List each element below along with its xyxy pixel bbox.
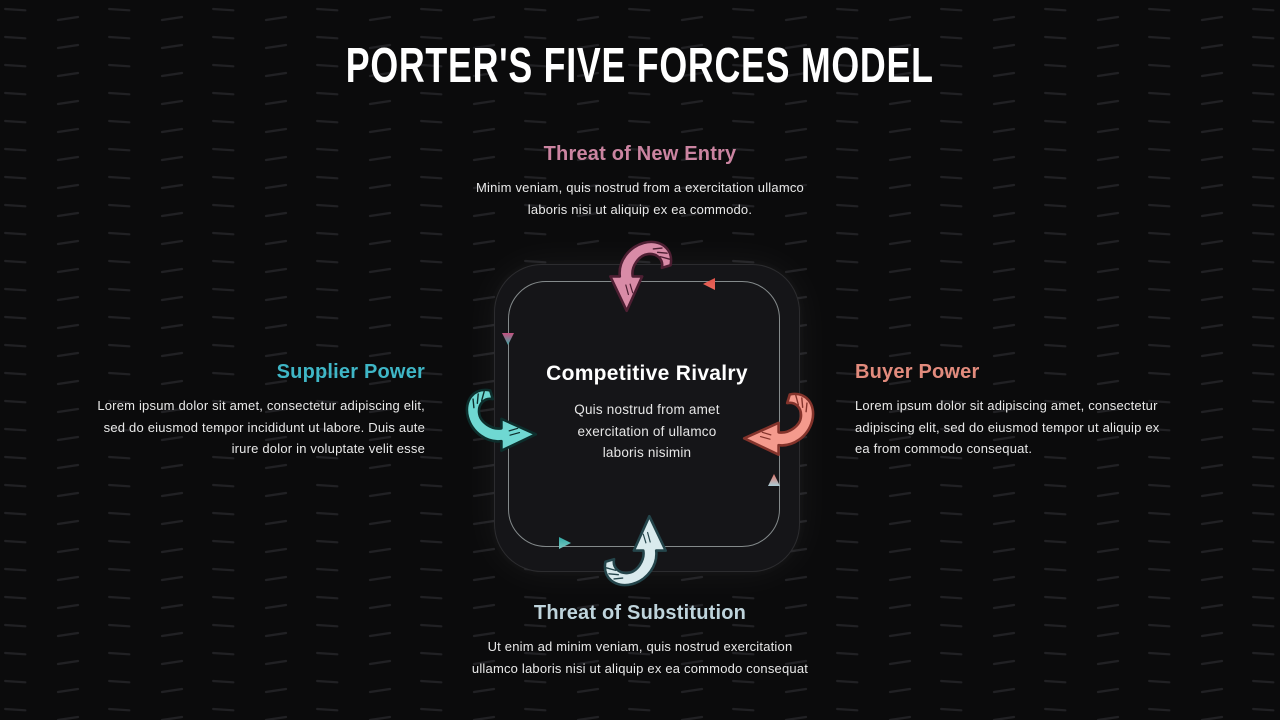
flow-triangle-right-icon — [557, 535, 573, 551]
force-title: Supplier Power — [276, 361, 425, 383]
arrow-right-icon — [461, 385, 547, 463]
text-line: laboris nisi ut aliquip ex ea commodo. — [527, 201, 753, 217]
arrow-left-icon — [733, 389, 819, 467]
flow-triangle-left-icon — [701, 276, 717, 292]
arrow-up-icon — [600, 505, 678, 591]
text-line: irure dolor in voluptate velit esse — [231, 441, 425, 456]
flow-triangle-up-icon — [766, 472, 782, 488]
text-line: Lorem ipsum dolor sit adipiscing amet, c… — [855, 398, 1158, 413]
force-threat-of-substitution: Threat of Substitution Ut enim ad minim … — [400, 602, 880, 679]
force-supplier-power: Supplier Power Lorem ipsum dolor sit ame… — [45, 361, 425, 460]
text-line: adipiscing elit, sed do eiusmod tempor u… — [855, 419, 1160, 435]
text-line: Quis nostrud from amet — [574, 402, 720, 417]
slide-title: PORTER'S FIVE FORCES MODEL — [346, 39, 934, 93]
text-line: Ut enim ad minim veniam, quis nostrud ex… — [487, 639, 793, 654]
text-line: Minim veniam, quis nostrud from a exerci… — [476, 180, 804, 195]
force-description: Lorem ipsum dolor sit amet, consectetur … — [45, 395, 425, 460]
text-line: Lorem ipsum dolor sit amet, consectetur … — [97, 398, 425, 413]
text-line: ea from commodo consequat. — [855, 441, 1033, 456]
arrow-down-icon — [598, 236, 676, 322]
force-threat-of-new-entry: Threat of New Entry Minim veniam, quis n… — [420, 143, 860, 220]
text-line: exercitation of ullamco — [577, 423, 717, 439]
force-title: Buyer Power — [855, 361, 980, 383]
force-description: Ut enim ad minim veniam, quis nostrud ex… — [400, 636, 880, 679]
text-line: ullamco laboris nisi ut aliquip ex ea co… — [471, 660, 809, 676]
force-competitive-rivalry: Competitive Rivalry Quis nostrud from am… — [494, 362, 800, 464]
text-line: sed do eiusmod tempor incididunt ut labo… — [103, 419, 425, 435]
force-description: Minim veniam, quis nostrud from a exerci… — [420, 177, 860, 220]
flow-triangle-down-icon — [500, 331, 516, 347]
text-line: laboris nisimin — [602, 445, 692, 460]
force-buyer-power: Buyer Power Lorem ipsum dolor sit adipis… — [855, 361, 1185, 460]
center-title: Competitive Rivalry — [546, 362, 748, 385]
force-description: Lorem ipsum dolor sit adipiscing amet, c… — [855, 395, 1185, 460]
force-title: Threat of Substitution — [533, 602, 747, 624]
center-description: Quis nostrud from amet exercitation of ul… — [494, 399, 800, 464]
force-title: Threat of New Entry — [543, 143, 737, 165]
